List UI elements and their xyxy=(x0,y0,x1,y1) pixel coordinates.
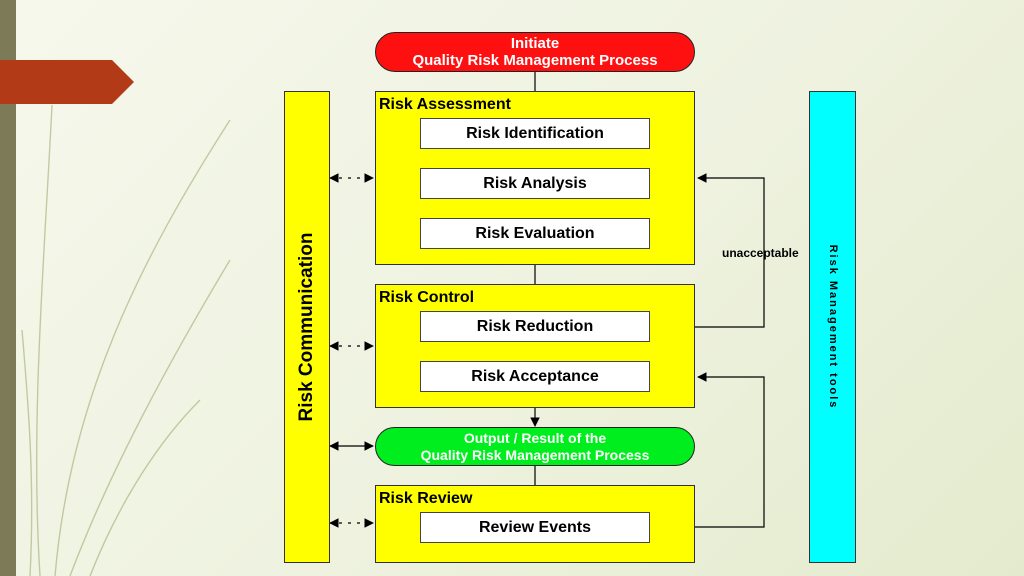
left-accent-bar xyxy=(0,0,16,576)
risk-evaluation-box: Risk Evaluation xyxy=(420,218,650,249)
risk-identification-box: Risk Identification xyxy=(420,118,650,149)
risk-assessment-label: Risk Assessment xyxy=(379,96,511,113)
risk-analysis-box: Risk Analysis xyxy=(420,168,650,199)
output-result-pill: Output / Result of the Quality Risk Mana… xyxy=(375,427,695,466)
unacceptable-label: unacceptable xyxy=(722,246,799,260)
initiate-process-pill: Initiate Quality Risk Management Process xyxy=(375,32,695,72)
risk-management-tools-label: Risk Management tools xyxy=(826,244,839,410)
risk-communication-label: Risk Communication xyxy=(296,232,317,422)
output-line-2: Quality Risk Management Process xyxy=(420,446,650,463)
risk-acceptance-box: Risk Acceptance xyxy=(420,361,650,392)
accent-tab-shape xyxy=(0,60,134,104)
risk-control-label: Risk Control xyxy=(379,289,475,306)
risk-communication-bar: Risk Communication xyxy=(284,91,330,563)
initiate-line-1: Initiate xyxy=(510,35,560,52)
risk-review-label: Risk Review xyxy=(379,490,473,507)
output-line-1: Output / Result of the xyxy=(463,429,607,446)
initiate-line-2: Quality Risk Management Process xyxy=(412,52,658,69)
risk-reduction-box: Risk Reduction xyxy=(420,311,650,342)
review-events-box: Review Events xyxy=(420,512,650,543)
risk-management-tools-bar: Risk Management tools xyxy=(809,91,856,563)
